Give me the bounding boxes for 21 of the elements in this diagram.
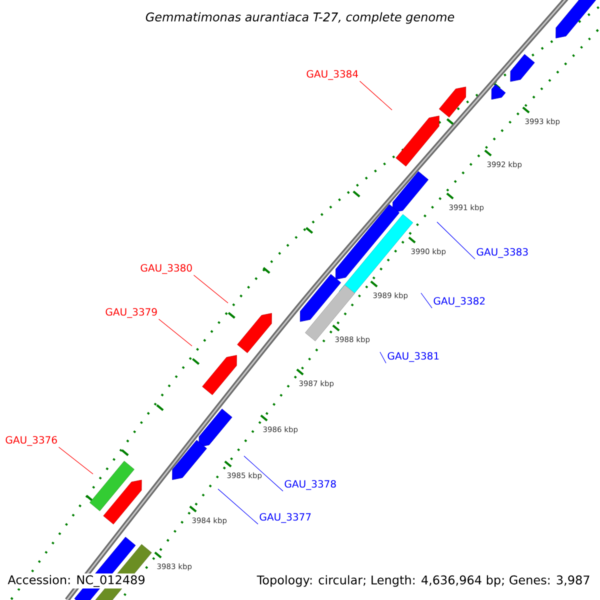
genome-stats-label: Topology: circular; Length: 4,636,964 bp; Genes: 3,987 — [255, 574, 592, 588]
leader-line — [244, 456, 284, 492]
gene-label: GAU_3376 — [6, 436, 57, 446]
leader-line — [58, 446, 94, 474]
leader-line — [436, 222, 476, 260]
gene-label: GAU_3382 — [434, 297, 485, 307]
leader-line — [158, 318, 192, 346]
gene-label: GAU_3378 — [284, 480, 336, 490]
gene-label: GAU_3383 — [476, 248, 528, 258]
accession-label: Accession: NC_012489 — [6, 574, 147, 588]
gene-label: GAU_3380 — [140, 264, 192, 274]
leader-line — [193, 274, 228, 304]
leader-line — [380, 352, 386, 364]
gene-label: GAU_3384 — [306, 70, 358, 80]
title: Gemmatimonas aurantiaca T-27, complete genome — [146, 12, 454, 24]
leader-line — [359, 80, 392, 110]
gene-label: GAU_3379 — [106, 308, 157, 318]
gene-label: GAU_3381 — [388, 352, 439, 362]
gene-label: GAU_3377 — [260, 513, 311, 523]
leader-line — [420, 292, 432, 308]
leader-line — [218, 488, 258, 524]
